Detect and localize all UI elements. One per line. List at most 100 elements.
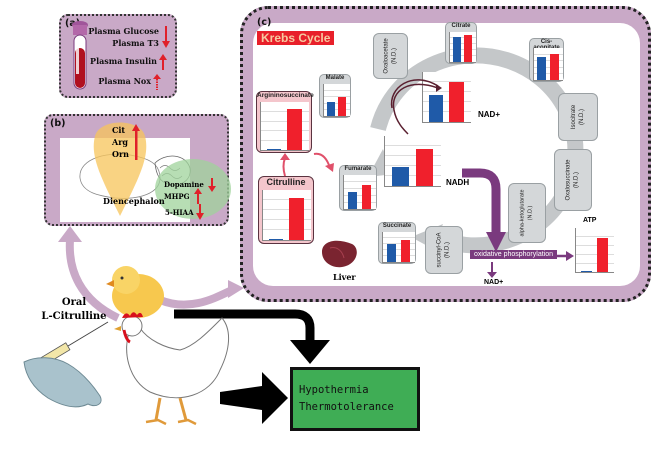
gridline <box>263 199 311 200</box>
panel-a-plasma: (a) Plasma Glucose Plasma T3 Plasma Insu… <box>59 14 177 98</box>
nad-plus-output-label: NAD+ <box>484 279 504 286</box>
nadh-to-oxphos-arrow <box>462 168 501 235</box>
gridline <box>344 181 376 182</box>
fumarate-title: Fumarate <box>344 166 372 172</box>
plasma-glucose-label: Plasma Glucose <box>88 26 159 36</box>
gridline <box>576 245 614 246</box>
liver-icon <box>322 240 357 268</box>
gridline <box>576 263 614 264</box>
gridline <box>383 249 415 250</box>
malate-title: Malate <box>325 75 345 81</box>
fumarate-chart: Fumarate <box>339 165 377 211</box>
citrulline-bar <box>287 109 302 150</box>
arrowhead-icon <box>486 232 506 252</box>
gridline <box>534 67 563 68</box>
gridline <box>385 145 441 146</box>
nadh-chart <box>384 136 442 188</box>
gridline <box>324 96 350 97</box>
gridline <box>261 111 309 112</box>
citrulline-title: Citrulline <box>266 177 306 187</box>
gridline <box>385 155 441 156</box>
gridline <box>263 219 311 220</box>
plasma-nox-label: Plasma Nox <box>98 76 151 86</box>
outcome-thermotolerance: Thermotolerance <box>299 401 394 413</box>
citrate-title: Citrate <box>451 23 471 29</box>
gridline <box>423 91 471 92</box>
outcome-box: Hypothermia Thermotolerance <box>290 367 420 431</box>
to-panel-c-arrow <box>158 286 234 309</box>
oxaloacetate-box: Oxaloacetate(N.D.) <box>373 33 408 79</box>
gridline <box>450 49 476 50</box>
gridline <box>450 43 476 44</box>
nad-plus-label: NAD+ <box>478 110 501 119</box>
citrulline-bar <box>415 148 433 186</box>
gridline <box>576 236 614 237</box>
panel-c-label: (c) <box>257 17 272 28</box>
cit-label: Cit <box>112 125 126 135</box>
arrow-down-icon <box>162 26 170 48</box>
control-bar <box>266 148 282 150</box>
citrulline-bar <box>338 96 347 116</box>
hen-to-outcome-arrow <box>220 372 288 424</box>
succinate-title: Succinate <box>382 223 412 229</box>
gridline <box>423 101 471 102</box>
gridline <box>261 130 309 131</box>
gridline <box>576 254 614 255</box>
gridline <box>261 140 309 141</box>
panel-a-label: (a) <box>65 18 81 29</box>
argininosuccinate-title: Argininosuccinate <box>257 92 314 99</box>
arrowhead-icon <box>566 251 574 261</box>
control-bar <box>391 167 409 186</box>
panel-b-brain: (b) Cit Arg Orn Dopamine MHPG Diencephal… <box>44 114 231 226</box>
plasma-t3-label: Plasma T3 <box>112 38 159 48</box>
atp-label: ATP <box>583 217 597 224</box>
nad-plus-chart <box>422 72 472 124</box>
gridline <box>383 255 415 256</box>
nad-cycle-arrow <box>392 83 439 135</box>
gridline <box>261 121 309 122</box>
citrulline-bar <box>400 240 411 262</box>
gridline <box>423 111 471 112</box>
arrowhead-icon <box>58 226 82 242</box>
isocitrate-box: Isocitrate(N.D.) <box>558 93 598 141</box>
5-hiaa-label: 5-HIAA <box>165 208 194 217</box>
citrulline-bar <box>464 35 473 62</box>
succinate-chart: Succinate <box>378 222 416 264</box>
control-bar <box>537 56 547 80</box>
gridline <box>324 103 350 104</box>
gridline <box>263 229 311 230</box>
gridline <box>324 109 350 110</box>
gridline <box>324 90 350 91</box>
citrulline-to-argininosuccinate-arrow <box>282 157 286 177</box>
arrowhead-icon <box>290 340 330 364</box>
arg-label: Arg <box>112 137 129 147</box>
oxalosuccinate-box: Oxalosuccinate(N.D.) <box>554 149 592 211</box>
control-bar <box>386 244 397 262</box>
plasma-insulin-label: Plasma Insulin <box>90 56 157 66</box>
citrate-chart: Citrate <box>445 22 477 64</box>
citrulline-bar <box>549 54 559 80</box>
gridline <box>534 54 563 55</box>
blood-tube-icon <box>72 21 88 90</box>
control-bar <box>268 239 284 240</box>
arrowhead-icon <box>228 280 244 298</box>
gridline <box>450 37 476 38</box>
gridline <box>344 188 376 189</box>
control-bar <box>428 94 444 122</box>
malate-chart: Malate <box>319 74 351 118</box>
citrulline-bar <box>449 82 464 122</box>
control-bar <box>327 101 335 116</box>
hen-icon <box>114 312 229 426</box>
arrow-up-dotted-icon <box>153 74 161 90</box>
treatment-line-1: Oral <box>61 297 87 308</box>
arrow-down-icon <box>196 204 204 220</box>
control-bar <box>580 271 592 272</box>
chick-to-outcome-arrow <box>174 309 315 340</box>
citrulline-bar <box>289 197 304 240</box>
citrulline-bar <box>361 185 372 209</box>
citrulline-chart: Citrulline <box>258 176 314 244</box>
arrow-up-icon <box>159 54 167 70</box>
oxidative-phosphorylation-label: oxidative phosphorylation <box>470 250 557 259</box>
arrowhead-icon <box>487 272 497 278</box>
